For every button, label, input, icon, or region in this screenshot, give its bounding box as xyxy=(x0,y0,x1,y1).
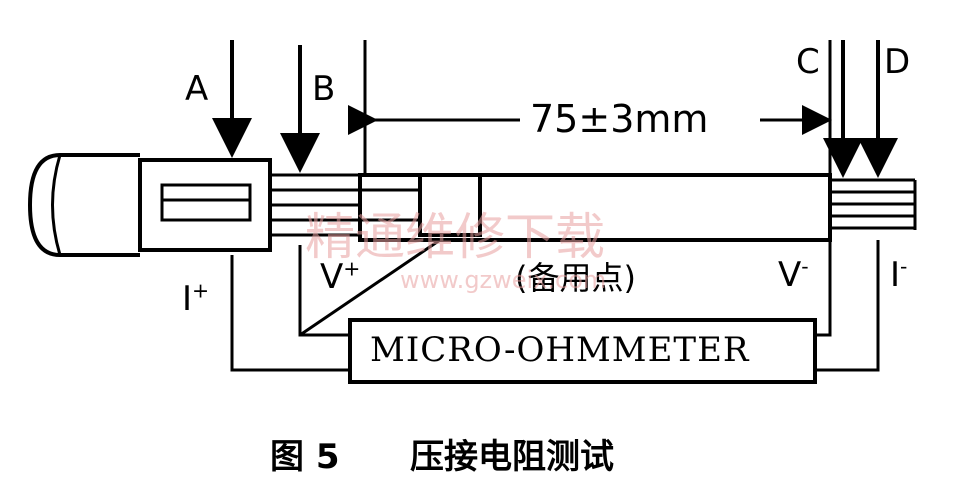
micro-ohmmeter-box xyxy=(348,318,817,384)
figure-title: 压接电阻测试 xyxy=(410,437,614,477)
terminal-v-plus: V+ xyxy=(320,256,361,297)
terminal-v-plus-sup: + xyxy=(343,256,361,281)
terminal-i-minus-base: I xyxy=(890,255,901,295)
dimension-label: 75±3mm xyxy=(530,97,709,141)
wire-insulation-ridge xyxy=(51,154,62,256)
label-a: A xyxy=(185,69,209,109)
terminal-i-plus-sup: + xyxy=(192,278,210,303)
barrel-slot xyxy=(160,183,252,222)
strands-right xyxy=(830,178,915,230)
dimension-lines xyxy=(348,40,832,175)
probe-arrows xyxy=(212,40,898,178)
contact-window xyxy=(418,173,482,237)
figure-number: 图 5 xyxy=(270,437,340,477)
label-b: B xyxy=(312,69,336,109)
terminal-v-minus-sup: - xyxy=(801,254,809,279)
crimp-barrel xyxy=(138,158,272,252)
wiring xyxy=(230,238,880,372)
spare-point-label: (备用点) xyxy=(515,259,636,297)
strands-left xyxy=(270,173,360,237)
terminal-v-minus: V- xyxy=(778,254,809,295)
label-d: D xyxy=(884,42,911,82)
terminal-i-minus-sup: - xyxy=(900,254,908,279)
terminal-i-minus: I- xyxy=(890,254,908,295)
micro-ohmmeter-label: MICRO-OHMMETER xyxy=(370,330,750,370)
label-c: C xyxy=(796,42,820,82)
terminal-v-minus-base: V xyxy=(778,255,802,295)
wire-insulation xyxy=(27,153,140,257)
terminal-v-plus-base: V xyxy=(320,257,344,297)
terminal-i-plus: I+ xyxy=(182,278,210,319)
terminal-i-plus-base: I xyxy=(182,279,193,319)
